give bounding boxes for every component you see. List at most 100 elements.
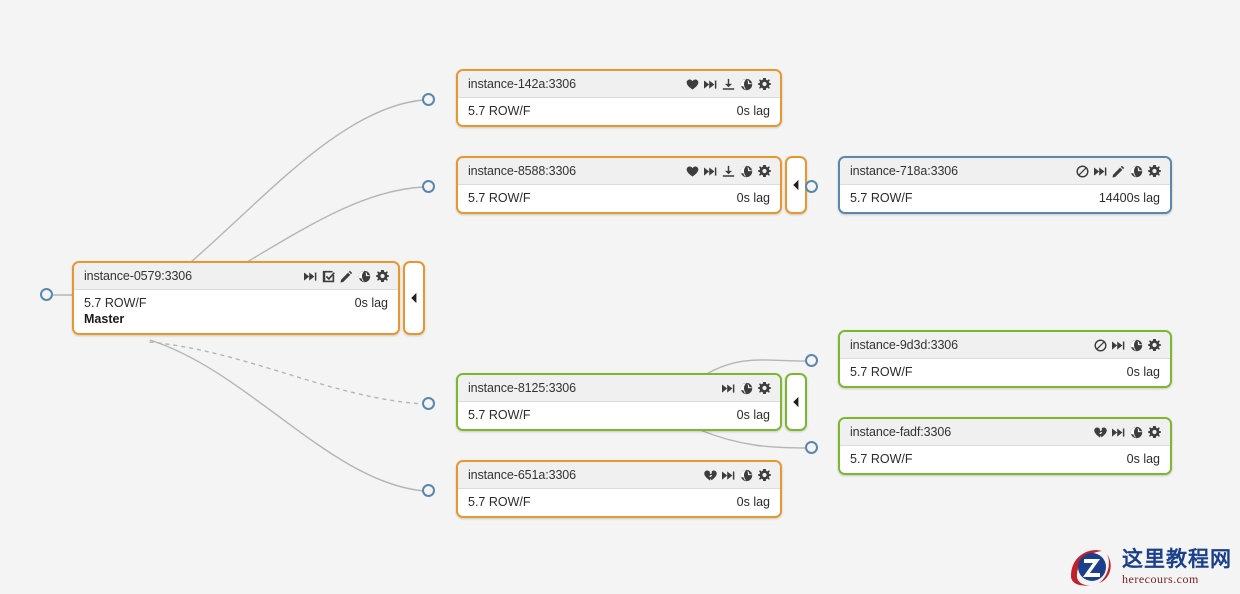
heart-icon[interactable]	[686, 165, 699, 178]
edge-master-8125	[149, 341, 425, 405]
node-title: instance-8125:3306	[468, 381, 577, 395]
ban-icon[interactable]	[1076, 165, 1089, 178]
globe-icon[interactable]	[1130, 339, 1143, 352]
globe-icon[interactable]	[1130, 165, 1143, 178]
arrow-to-line-icon[interactable]	[722, 78, 735, 91]
broken-heart-icon[interactable]	[704, 469, 717, 482]
node-651a[interactable]: instance-651a:3306 5.7 ROW/F 0s lag	[456, 460, 782, 518]
node-action-icons	[704, 469, 771, 482]
node-body: 5.7 ROW/F 0s lag	[458, 185, 780, 212]
node-version: 5.7 ROW/F	[850, 452, 913, 466]
node-version: 5.7 ROW/F	[468, 408, 531, 422]
arrow-to-line-icon[interactable]	[722, 165, 735, 178]
node-inbound-notch	[838, 350, 840, 372]
fast-forward-icon[interactable]	[704, 165, 717, 178]
node-inbound-notch	[456, 89, 458, 111]
node-action-icons	[686, 78, 771, 91]
gear-icon[interactable]	[1148, 339, 1161, 352]
node-version: 5.7 ROW/F	[850, 191, 913, 205]
node-inbound-notch	[72, 281, 74, 303]
globe-icon[interactable]	[1130, 426, 1143, 439]
globe-icon[interactable]	[740, 382, 753, 395]
node-version: 5.7 ROW/F	[850, 365, 913, 379]
connector-dot-root[interactable]	[40, 288, 53, 301]
collapse-handle-0579[interactable]	[403, 261, 425, 335]
node-header: instance-8125:3306	[458, 375, 780, 402]
fast-forward-icon[interactable]	[722, 382, 735, 395]
node-action-icons	[1094, 339, 1161, 352]
node-lag: 14400s lag	[1098, 191, 1160, 205]
connector-dot-8588[interactable]	[422, 180, 435, 193]
fast-forward-icon[interactable]	[722, 469, 735, 482]
node-inbound-notch	[456, 176, 458, 198]
edge-master-651a	[149, 339, 425, 492]
node-lag: 0s lag	[1126, 365, 1160, 379]
node-body: 5.7 ROW/F 0s lag	[840, 359, 1170, 386]
connector-dot-9d3d[interactable]	[805, 354, 818, 367]
node-action-icons	[686, 165, 771, 178]
node-lag: 0s lag	[736, 495, 770, 509]
collapse-handle-8588[interactable]	[785, 156, 807, 214]
ban-icon[interactable]	[1094, 339, 1107, 352]
node-inbound-notch	[838, 176, 840, 198]
fast-forward-icon[interactable]	[1112, 426, 1125, 439]
collapse-handle-8125[interactable]	[785, 373, 807, 431]
gear-icon[interactable]	[758, 469, 771, 482]
watermark-text: 这里教程网 herecours.com	[1122, 549, 1232, 585]
gear-icon[interactable]	[1148, 426, 1161, 439]
globe-icon[interactable]	[740, 469, 753, 482]
gear-icon[interactable]	[758, 165, 771, 178]
node-inbound-notch	[838, 437, 840, 459]
globe-icon[interactable]	[358, 270, 371, 283]
node-header: instance-8588:3306	[458, 158, 780, 185]
gear-icon[interactable]	[1148, 165, 1161, 178]
node-lag: 0s lag	[736, 191, 770, 205]
node-body: 5.7 ROW/F 0s lag	[458, 402, 780, 429]
fast-forward-icon[interactable]	[304, 270, 317, 283]
fast-forward-icon[interactable]	[1112, 339, 1125, 352]
node-version: 5.7 ROW/F	[468, 104, 531, 118]
check-square-icon[interactable]	[322, 270, 335, 283]
broken-heart-icon[interactable]	[1094, 426, 1107, 439]
node-lag: 0s lag	[1126, 452, 1160, 466]
node-header: instance-9d3d:3306	[840, 332, 1170, 359]
node-body: 5.7 ROW/F Master 0s lag	[74, 290, 398, 333]
chevron-left-icon	[790, 396, 802, 408]
node-9d3d[interactable]: instance-9d3d:3306 5.7 ROW/F 0s lag	[838, 330, 1172, 388]
node-action-icons	[1076, 165, 1161, 178]
node-body: 5.7 ROW/F 0s lag	[458, 98, 780, 125]
node-title: instance-651a:3306	[468, 468, 577, 482]
node-8125[interactable]: instance-8125:3306 5.7 ROW/F 0s lag	[456, 373, 807, 431]
pencil-icon[interactable]	[1112, 165, 1125, 178]
node-version: 5.7 ROW/F	[468, 191, 531, 205]
node-142a[interactable]: instance-142a:3306 5.7 ROW/F 0s lag	[456, 69, 782, 127]
node-lag: 0s lag	[736, 408, 770, 422]
node-header: instance-142a:3306	[458, 71, 780, 98]
node-version-role: 5.7 ROW/F Master	[84, 295, 147, 327]
node-fadf[interactable]: instance-fadf:3306 5.7 ROW/F 0s lag	[838, 417, 1172, 475]
node-718a[interactable]: instance-718a:3306 5.7 ROW/F 14400s lag	[838, 156, 1172, 214]
watermark-cn: 这里教程网	[1122, 548, 1232, 571]
pencil-icon[interactable]	[340, 270, 353, 283]
fast-forward-icon[interactable]	[1094, 165, 1107, 178]
fast-forward-icon[interactable]	[704, 78, 717, 91]
node-role: Master	[84, 312, 125, 326]
watermark-en: herecours.com	[1122, 572, 1199, 586]
gear-icon[interactable]	[758, 382, 771, 395]
connector-dot-142a[interactable]	[422, 93, 435, 106]
globe-icon[interactable]	[740, 165, 753, 178]
connector-dot-718a[interactable]	[805, 180, 818, 193]
node-version: 5.7 ROW/F	[468, 495, 531, 509]
heart-icon[interactable]	[686, 78, 699, 91]
node-8588[interactable]: instance-8588:3306 5.7 ROW/F 0s lag	[456, 156, 807, 214]
gear-icon[interactable]	[376, 270, 389, 283]
node-body: 5.7 ROW/F 14400s lag	[840, 185, 1170, 212]
connector-dot-8125[interactable]	[422, 397, 435, 410]
gear-icon[interactable]	[758, 78, 771, 91]
connector-dot-fadf[interactable]	[805, 441, 818, 454]
node-title: instance-9d3d:3306	[850, 338, 959, 352]
globe-icon[interactable]	[740, 78, 753, 91]
connector-dot-651a[interactable]	[422, 484, 435, 497]
node-0579-master[interactable]: instance-0579:3306 5.7 ROW/F Master 0s l…	[72, 261, 425, 335]
